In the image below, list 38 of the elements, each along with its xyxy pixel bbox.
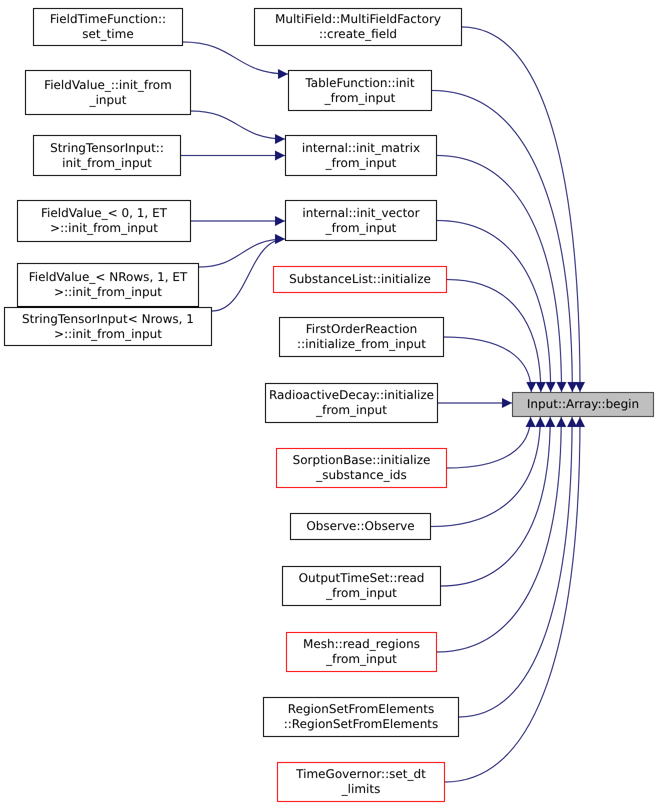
arrow [458, 416, 577, 718]
arrow [436, 155, 566, 392]
function-box: internal::init_matrix _from_input [285, 135, 437, 176]
function-box: SubstanceList::initialize [273, 266, 447, 293]
arrow [180, 150, 286, 160]
function-box: internal::init_vector _from_input [285, 200, 437, 241]
arrow [446, 279, 546, 392]
function-box: Mesh::read_regions _from_input [286, 632, 437, 672]
function-box: Observe::Observe [290, 513, 431, 540]
function-box: MultiField::MultiFieldFactory ::create_field [254, 8, 462, 46]
function-box: TableFunction::init _from_input [288, 70, 432, 111]
function-box: FieldTimeFunction:: set_time [33, 8, 183, 46]
arrow [440, 416, 555, 586]
arrow [438, 398, 512, 408]
arrow [444, 416, 585, 782]
function-box: RadioactiveDecay::initialize _from_input [265, 383, 438, 423]
arrow [190, 110, 286, 144]
arrow [446, 416, 535, 468]
function-box: StringTensorInput:: init_from_input [33, 135, 181, 176]
arrow [432, 90, 578, 392]
function-box: FieldValue_< 0, 1, ET >::init_from_input [17, 200, 191, 242]
arrow [436, 220, 556, 392]
arrow [430, 416, 545, 527]
arrow [444, 336, 536, 392]
function-box: FieldValue_::init_from _input [25, 70, 191, 115]
function-box: TimeGovernor::set_dt _limits [277, 762, 445, 802]
function-box: StringTensorInput< Nrows, 1 >::init_from_input [4, 307, 212, 346]
function-box: OutputTimeSet::read _from_input [282, 566, 441, 606]
arrow [462, 26, 585, 392]
arrow [436, 416, 566, 652]
highlighted-function-box: Input::Array::begin [512, 392, 654, 417]
function-box: FieldValue_< NRows, 1, ET >::init_from_input [17, 263, 199, 307]
arrow [182, 42, 288, 78]
function-box: FirstOrderReaction ::initialize_from_input [279, 317, 444, 357]
function-box: RegionSetFromElements ::RegionSetFromElements [263, 697, 459, 737]
function-box: SorptionBase::initialize _substance_ids [276, 448, 447, 488]
arrow [190, 216, 286, 226]
arrow [212, 236, 286, 312]
